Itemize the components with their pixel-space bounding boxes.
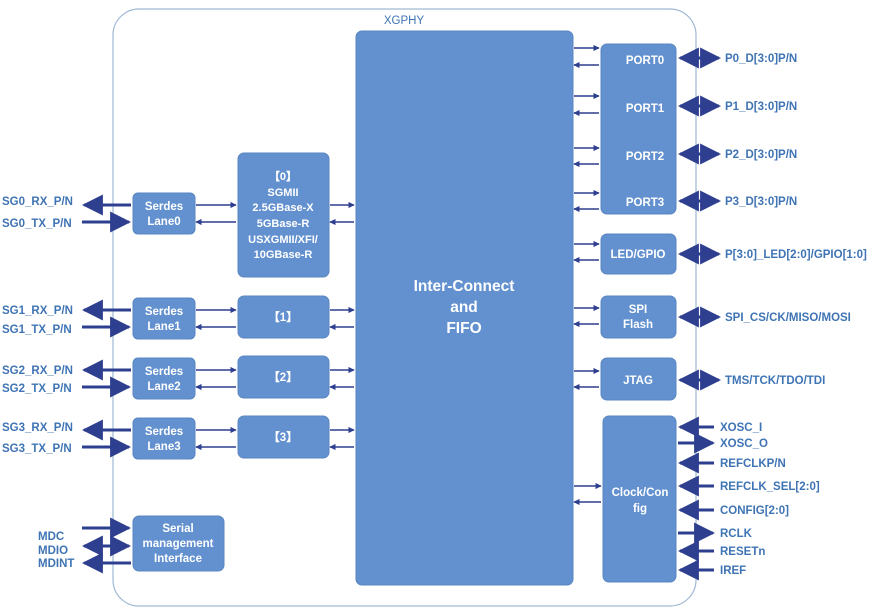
pcs-1-label: 【1】: [268, 311, 297, 324]
rclk-label: RCLK: [720, 528, 753, 540]
sg0-rx-label: SG0_RX_P/N: [2, 196, 73, 208]
port1-label: PORT1: [626, 103, 665, 115]
resetn-label: RESETn: [720, 546, 765, 558]
ports-block: PORT0 PORT1 PORT2 PORT3: [600, 43, 677, 215]
serdes-2-line-1: Serdes: [145, 366, 183, 378]
refclk-sel-label: REFCLK_SEL[2:0]: [720, 481, 820, 493]
port0-label: PORT0: [626, 55, 664, 67]
spi-signal-label: SPI_CS/CK/MISO/MOSI: [725, 312, 851, 324]
pcs-2-block: 【2】: [237, 355, 330, 399]
serdes-1-line-1: Serdes: [145, 306, 183, 318]
serdes-lane-1-block: Serdes Lane1: [132, 297, 196, 340]
jtag-label: JTAG: [623, 375, 653, 387]
sg1-tx-label: SG1_TX_P/N: [2, 324, 72, 336]
p1-signal-label: P1_D[3:0]P/N: [725, 101, 797, 113]
iref-label: IREF: [720, 565, 746, 577]
pcs-0-line-6: 10GBase-R: [254, 249, 313, 261]
serdes-3-line-1: Serdes: [145, 426, 183, 438]
sg2-tx-label: SG2_TX_P/N: [2, 383, 72, 395]
led-gpio-block: LED/GPIO: [600, 233, 677, 275]
serdes-2-line-2: Lane2: [147, 381, 180, 393]
pcs-2-label: 【2】: [268, 371, 297, 384]
sg3-tx-label: SG3_TX_P/N: [2, 443, 72, 455]
pcs-0-line-3: 2.5GBase-X: [252, 202, 314, 214]
serial-management-block: Serial management Interface: [132, 515, 225, 572]
sg3-rx-label: SG3_RX_P/N: [2, 422, 73, 434]
serdes-0-line-1: Serdes: [145, 201, 183, 213]
serdes-lane-0-block: Serdes Lane0: [132, 192, 196, 235]
smi-line-2: management: [143, 538, 214, 550]
mdint-label: MDINT: [38, 558, 74, 570]
pcs-0-line-2: SGMII: [267, 187, 298, 199]
left-signal-labels: SG0_RX_P/N SG0_TX_P/N SG1_RX_P/N SG1_TX_…: [2, 196, 74, 570]
pcs-0-line-1: 【0】: [269, 170, 297, 183]
port3-label: PORT3: [626, 197, 664, 209]
smi-line-3: Interface: [154, 553, 202, 565]
jtag-signal-label: TMS/TCK/TDO/TDI: [725, 375, 825, 387]
serdes-lane-3-block: Serdes Lane3: [132, 417, 196, 460]
led-gpio-label: LED/GPIO: [611, 249, 666, 261]
pcs-1-block: 【1】: [237, 295, 330, 339]
xosc-o-label: XOSC_O: [720, 438, 768, 450]
spi-flash-block: SPI Flash: [600, 295, 677, 339]
serdes-1-line-2: Lane1: [147, 321, 181, 333]
smi-line-1: Serial: [162, 523, 193, 535]
clock-line-2: fig: [633, 503, 647, 515]
external-arrows: [81, 47, 722, 581]
port2-label: PORT2: [626, 151, 664, 163]
serdes-0-line-2: Lane0: [147, 216, 180, 228]
core-line-2: and: [450, 299, 478, 316]
mdio-label: MDIO: [38, 545, 68, 557]
p2-signal-label: P2_D[3:0]P/N: [725, 149, 797, 161]
mdc-label: MDC: [38, 531, 64, 543]
core-line-3: FIFO: [446, 320, 481, 337]
xgphy-title: XGPHY: [384, 15, 425, 27]
pcs-0-line-4: 5GBase-R: [257, 218, 310, 230]
pcs-3-label: 【3】: [268, 431, 297, 444]
pcs-3-block: 【3】: [237, 415, 330, 459]
internal-arrows: [195, 44, 602, 506]
p0-signal-label: P0_D[3:0]P/N: [725, 53, 797, 65]
spi-line-2: Flash: [623, 319, 653, 331]
led-signal-label: P[3:0]_LED[2:0]/GPIO[1:0]: [725, 249, 867, 261]
refclkpn-label: REFCLKP/N: [720, 458, 786, 470]
pcs-0-line-5: USXGMII/XFI/: [248, 234, 318, 246]
xosc-i-label: XOSC_I: [720, 422, 762, 434]
interconnect-fifo-block: Inter-Connect and FIFO: [355, 30, 574, 586]
serdes-3-line-2: Lane3: [147, 441, 180, 453]
core-line-1: Inter-Connect: [414, 278, 515, 295]
clock-line-1: Clock/Con: [612, 487, 669, 499]
sg2-rx-label: SG2_RX_P/N: [2, 365, 73, 377]
sg1-rx-label: SG1_RX_P/N: [2, 305, 73, 317]
serdes-lane-2-block: Serdes Lane2: [132, 357, 196, 400]
spi-line-1: SPI: [629, 304, 648, 316]
right-signal-labels: P0_D[3:0]P/N P1_D[3:0]P/N P2_D[3:0]P/N P…: [720, 53, 867, 577]
jtag-block: JTAG: [600, 357, 677, 401]
sg0-tx-label: SG0_TX_P/N: [2, 218, 72, 230]
clock-config-block: Clock/Con fig: [602, 415, 677, 583]
p3-signal-label: P3_D[3:0]P/N: [725, 196, 797, 208]
config-label: CONFIG[2:0]: [720, 505, 789, 517]
pcs-0-block: 【0】 SGMII 2.5GBase-X 5GBase-R USXGMII/XF…: [237, 152, 330, 278]
